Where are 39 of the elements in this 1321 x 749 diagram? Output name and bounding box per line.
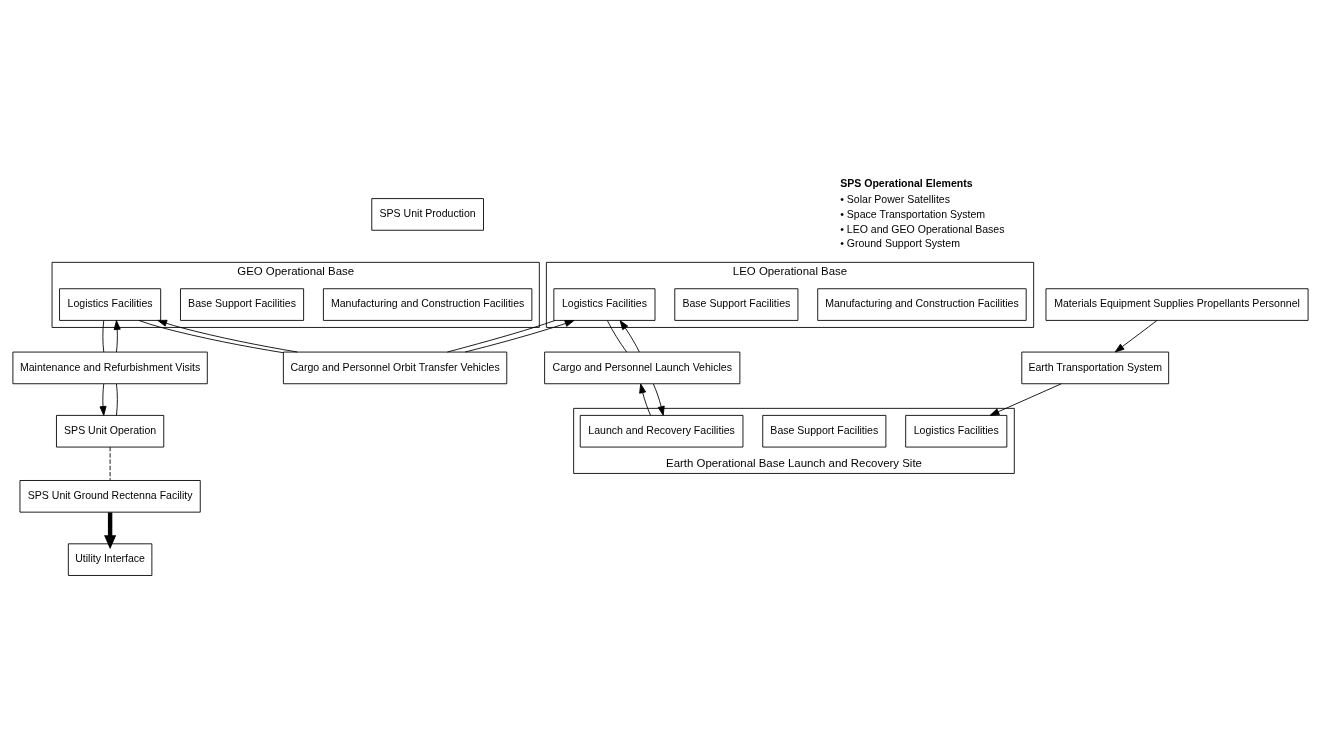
connector — [606, 320, 628, 353]
arrow — [639, 383, 651, 416]
node-box: Base Support Facilities — [762, 414, 887, 448]
node-box: Manufacturing and Construction Facilities — [322, 288, 533, 321]
node-box: Logistics Facilities — [905, 414, 1008, 448]
node-box: Utility Interface — [67, 543, 153, 576]
connector — [446, 320, 556, 353]
arrow — [104, 512, 117, 550]
node-box: Logistics Facilities — [59, 288, 162, 321]
connector — [138, 320, 284, 354]
node-box: SPS Unit Ground Rectenna Facility — [19, 480, 201, 513]
node-box: Maintenance and Refurbishment Visits — [12, 351, 208, 385]
connector — [116, 383, 118, 416]
arrow — [989, 383, 1062, 416]
arrow — [652, 383, 665, 416]
node-box: Base Support Facilities — [674, 288, 799, 321]
node-box: Cargo and Personnel Orbit Transfer Vehicles — [282, 351, 508, 385]
node-box: Cargo and Personnel Launch Vehicles — [544, 351, 741, 385]
arrow — [113, 320, 121, 353]
arrow — [464, 320, 575, 353]
node-box: Materials Equipment Supplies Propellants Personnel — [1045, 288, 1309, 321]
node-box: Earth Transportation System — [1021, 351, 1170, 385]
node-box: SPS Unit Operation — [56, 414, 165, 448]
arrow — [99, 383, 107, 416]
node-box: Launch and Recovery Facilities — [579, 414, 744, 448]
arrow — [157, 319, 298, 353]
label: SPS Operational Elements — [840, 176, 973, 189]
label: • LEO and GEO Operational Bases — [840, 222, 1005, 235]
arrow — [1114, 320, 1158, 353]
node-box: Logistics Facilities — [553, 288, 656, 321]
node-box: SPS Unit Production — [371, 198, 484, 231]
label: • Ground Support System — [840, 237, 960, 250]
label: • Solar Power Satellites — [840, 192, 950, 205]
node-box: Manufacturing and Construction Facilities — [817, 288, 1027, 321]
connector — [102, 320, 105, 353]
connector — [109, 446, 111, 481]
node-box: Base Support Facilities — [180, 288, 305, 321]
arrow — [619, 320, 640, 353]
label: • Space Transportation System — [840, 207, 986, 220]
